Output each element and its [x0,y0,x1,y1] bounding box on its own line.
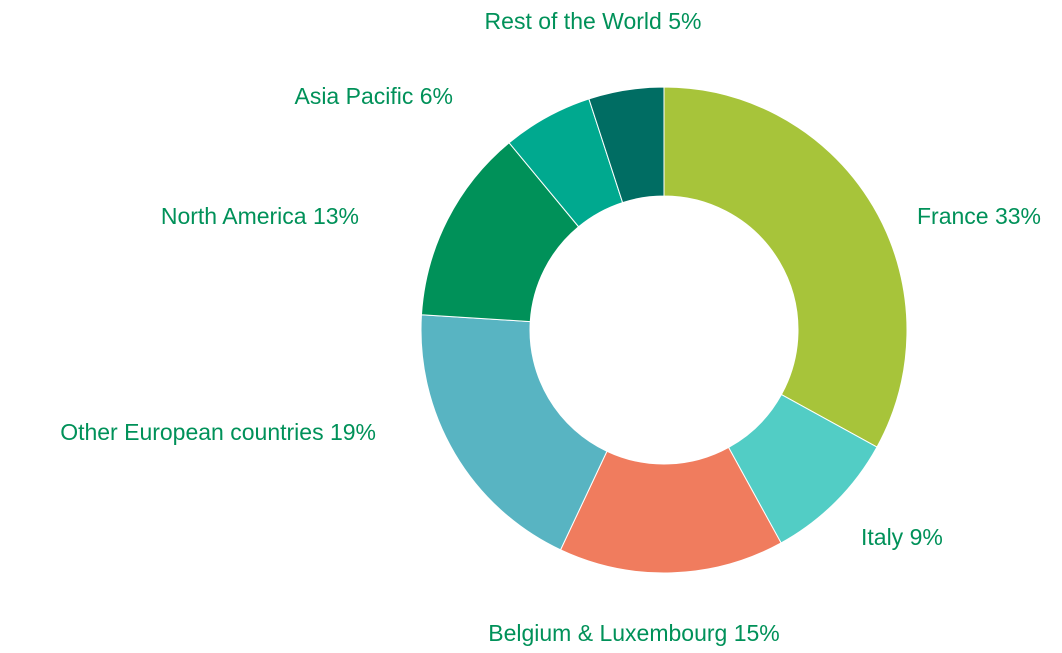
slice-other-european-countries [420,314,608,551]
label-belgium-and-luxembourg: Belgium & Luxembourg 15% [488,620,780,646]
labels-layer: France 33% Italy 9% Belgium & Luxembourg 1… [60,8,1041,646]
label-north-america: North America 13% [161,203,359,229]
label-other-european-countries: Other European countries 19% [60,419,376,445]
label-italy: Italy 9% [861,524,943,550]
slice-rest-of-the-world [588,86,665,204]
label-rest-of-the-world: Rest of the World 5% [485,8,702,34]
slice-france [663,86,908,448]
label-asia-pacific: Asia Pacific 6% [294,83,453,109]
label-france: France 33% [917,203,1041,229]
slices-layer [420,86,908,574]
